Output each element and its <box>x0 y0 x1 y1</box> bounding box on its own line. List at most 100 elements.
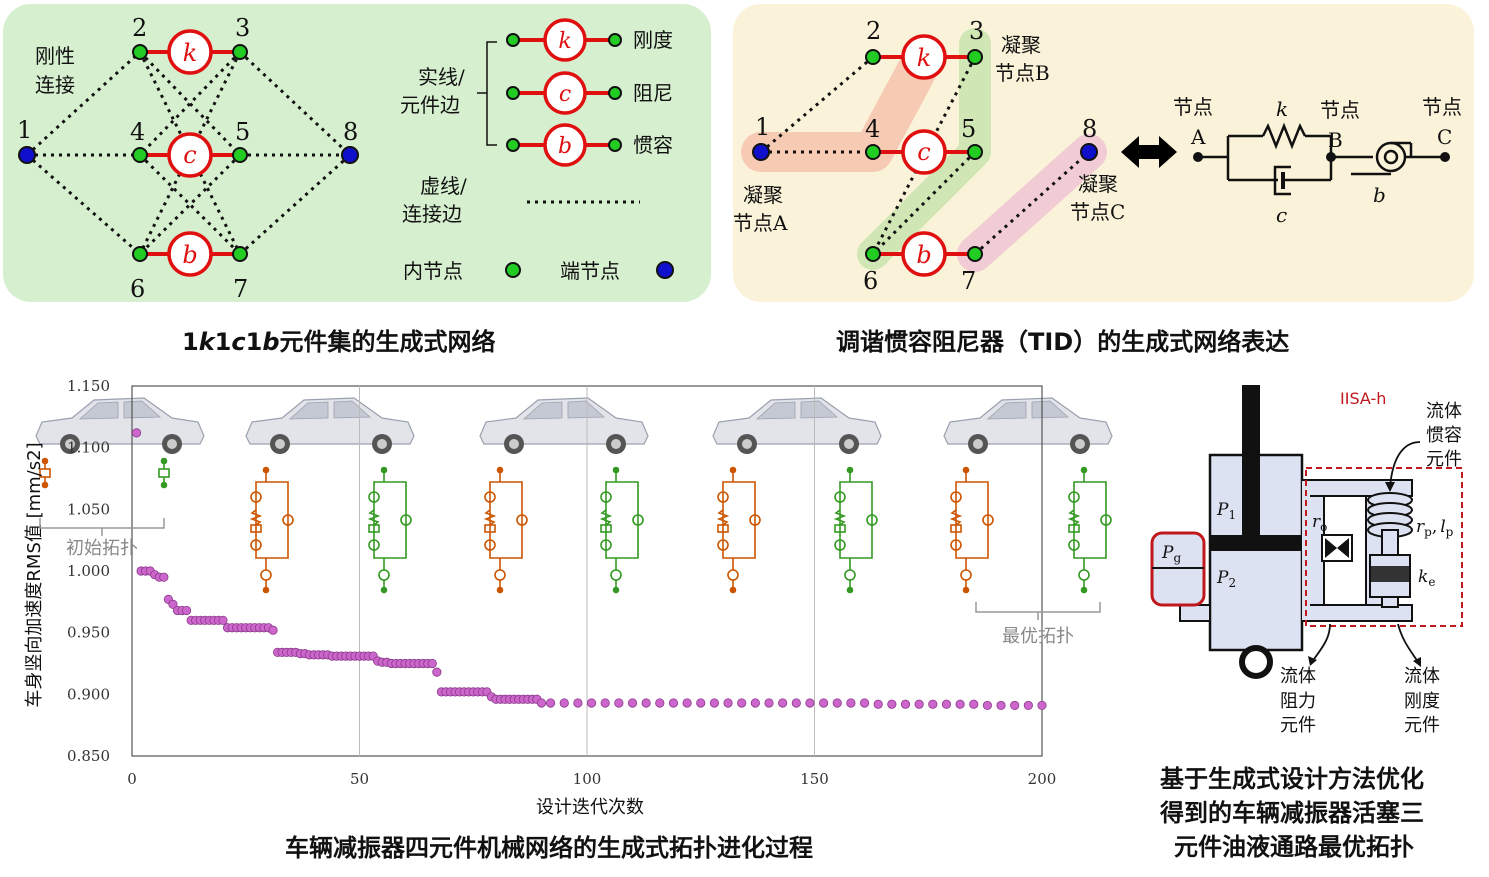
y-tick-label: 0.850 <box>67 747 110 765</box>
svg-text:6: 6 <box>863 267 878 295</box>
topology-schematics <box>39 457 1112 594</box>
data-point <box>723 698 733 708</box>
data-point <box>218 615 228 625</box>
car-icon <box>479 397 649 454</box>
topology-icon <box>716 466 761 594</box>
legend-solid-1: 实线/ <box>418 65 465 89</box>
svg-text:5: 5 <box>961 115 976 143</box>
node-3 <box>232 44 248 60</box>
data-point <box>600 698 610 708</box>
y-tick-label: 1.150 <box>67 377 110 395</box>
topology-icon <box>483 466 528 594</box>
optimal-topology-label: 最优拓扑 <box>1002 626 1074 647</box>
fluid-stiffness-element-icon <box>1369 554 1411 608</box>
svg-text:7: 7 <box>961 267 976 295</box>
car-icon <box>712 397 882 454</box>
node-7 <box>232 246 248 262</box>
data-point <box>805 698 815 708</box>
svg-text:Pg: Pg <box>1161 543 1181 565</box>
network-caption: 1k1c1b元件集的生成式网络 <box>182 328 496 356</box>
data-point <box>536 698 547 708</box>
data-point <box>818 698 829 708</box>
data-point <box>696 698 706 708</box>
topology-icon <box>599 466 644 594</box>
data-point <box>627 698 638 708</box>
data-point <box>168 599 178 609</box>
legend: 实线/ 元件边 k c b 刚度 阻尼 惯容 虚线/ 连接边 内节点 端节 <box>400 18 674 283</box>
node-7-label: 7 <box>233 275 248 303</box>
rigid-label-1: 刚性 <box>35 44 75 68</box>
data-point <box>559 698 569 708</box>
equivalence-arrow-icon <box>1121 136 1177 168</box>
car-illustrations <box>35 397 1113 454</box>
data-point <box>131 428 142 438</box>
car-icon <box>245 397 415 454</box>
element-k-label: k <box>183 39 198 67</box>
node-3-label: 3 <box>235 14 250 42</box>
data-point <box>832 698 842 708</box>
iisa-box <box>1305 467 1463 627</box>
data-point <box>614 698 624 708</box>
data-point <box>1010 700 1020 711</box>
data-point <box>545 698 556 708</box>
data-point <box>764 698 774 708</box>
data-point <box>982 700 993 711</box>
data-point <box>1037 700 1047 711</box>
data-point <box>641 698 651 708</box>
topology-icon <box>833 466 878 594</box>
svg-text:流体: 流体 <box>1404 666 1440 687</box>
svg-text:b: b <box>1373 183 1386 207</box>
svg-text:P1: P1 <box>1216 500 1236 522</box>
legend-dash-2: 连接边 <box>402 202 462 226</box>
y-tick-label: 1.100 <box>67 439 110 457</box>
y-tick-label: 0.950 <box>67 624 110 642</box>
svg-text:k: k <box>558 29 571 54</box>
evolution-caption: 车辆减振器四元件机械网络的生成式拓扑进化过程 <box>285 834 813 862</box>
data-point <box>791 698 801 708</box>
network-diagram: k c b 1 2 3 4 5 6 7 8 刚性 连接 实线/ 元 <box>17 14 674 303</box>
svg-text:c: c <box>917 138 930 166</box>
svg-text:惯容: 惯容 <box>1426 425 1462 446</box>
element-b: b <box>167 231 213 277</box>
element-c-label: c <box>183 141 196 169</box>
cluster-a-label-2: 节点A <box>733 211 788 235</box>
data-point <box>1023 700 1033 711</box>
data-point <box>969 699 979 709</box>
tid-schematic <box>1198 122 1445 196</box>
y-axis-label: 车身竖向加速度RMS值 [mm/s2] <box>24 442 45 707</box>
data-point <box>778 698 788 708</box>
topology-icon <box>949 466 994 594</box>
data-point <box>682 698 692 708</box>
data-point <box>668 698 679 708</box>
cluster-c-label-1: 凝聚 <box>1078 172 1118 196</box>
node-6-label: 6 <box>130 275 145 303</box>
data-point <box>941 699 952 709</box>
legend-b-label: 惯容 <box>633 133 673 157</box>
svg-text:阻力: 阻力 <box>1280 691 1316 712</box>
fluid-inertance-coil-icon <box>1367 492 1413 556</box>
svg-text:b: b <box>558 134 572 159</box>
topology-icon <box>39 457 51 489</box>
element-c: c <box>167 132 213 178</box>
svg-text:2: 2 <box>866 17 881 45</box>
damper-caption: 基于生成式设计方法优化 得到的车辆减振器活塞三 元件油液通路最优拓扑 <box>1160 765 1424 861</box>
svg-text:b: b <box>916 241 931 269</box>
car-icon <box>943 397 1113 454</box>
x-tick-label: 200 <box>1028 770 1057 788</box>
data-point <box>737 698 747 708</box>
data-point <box>928 699 938 709</box>
svg-text:3: 3 <box>969 17 984 45</box>
node-2-label: 2 <box>132 14 147 42</box>
svg-text:1: 1 <box>755 113 770 141</box>
data-point <box>655 698 665 708</box>
node-6 <box>132 246 148 262</box>
legend-c-label: 阻尼 <box>633 81 673 105</box>
y-tick-label: 1.050 <box>67 500 110 518</box>
node-5 <box>232 147 248 163</box>
y-tick-label: 0.900 <box>67 685 110 703</box>
svg-text:4: 4 <box>865 115 880 143</box>
initial-topology-label: 初始拓扑 <box>66 538 138 559</box>
svg-text:节点: 节点 <box>1320 98 1360 122</box>
node-4 <box>132 147 148 163</box>
